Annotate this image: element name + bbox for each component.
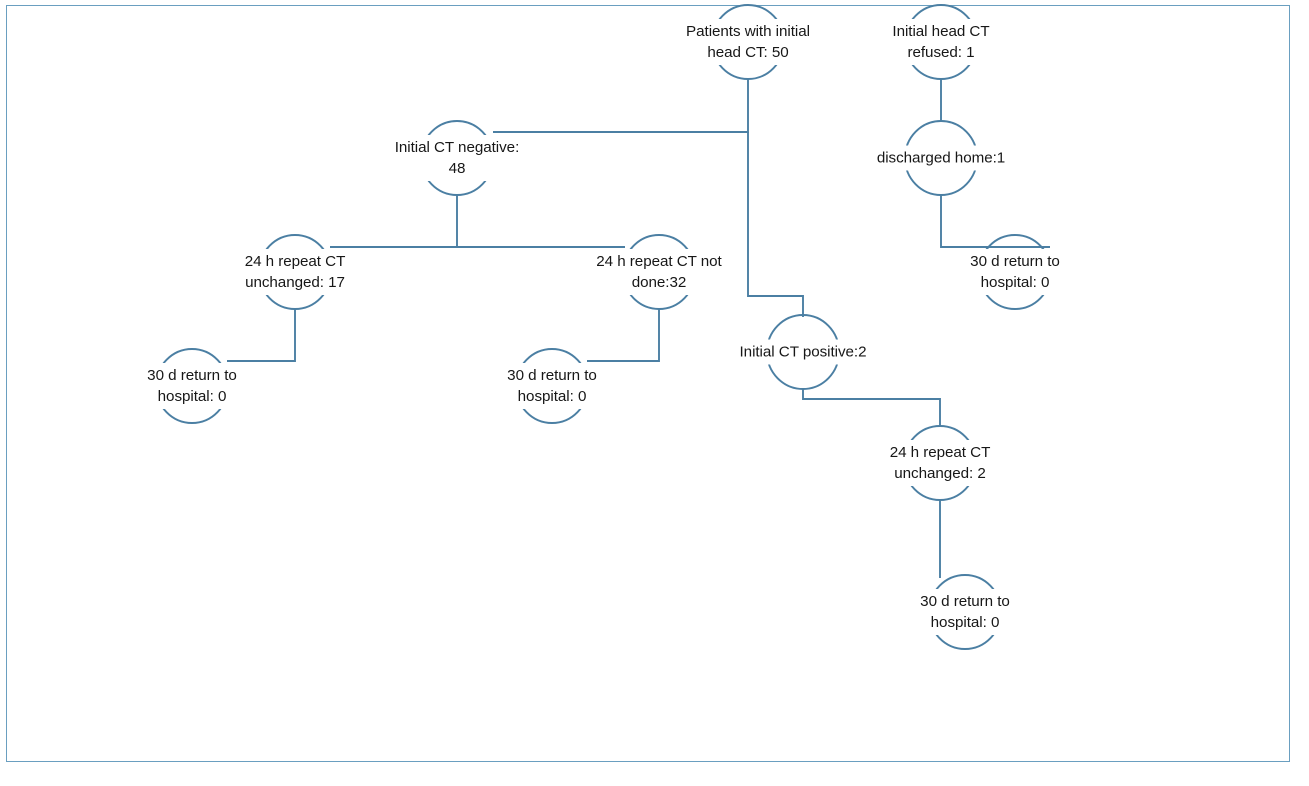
- node-label-refused-return: 30 d return to hospital: 0: [952, 249, 1078, 295]
- edge-group: [227, 79, 1050, 578]
- node-label-repeat-not-done-32: 24 h repeat CT not done:32: [581, 249, 737, 295]
- connector-notdone32-to-return: [587, 309, 660, 362]
- node-label-ct-positive: Initial CT positive:2: [718, 339, 888, 365]
- connector-unchanged17-to-return: [227, 309, 296, 362]
- connector-discharged-to-return: [940, 195, 1050, 248]
- node-label-positive-return: 30 d return to hospital: 0: [902, 589, 1028, 635]
- outer-border-frame: [6, 5, 1290, 762]
- node-label-discharged: discharged home:1: [862, 145, 1020, 171]
- node-label-return-left-b: 30 d return to hospital: 0: [489, 363, 615, 409]
- connector-root-to-positive: [747, 132, 804, 317]
- node-label-repeat-unchanged-17: 24 h repeat CT unchanged: 17: [227, 249, 363, 295]
- node-label-root: Patients with initial head CT: 50: [666, 19, 830, 65]
- connector-root-to-negative: [493, 79, 749, 133]
- connector-positive-to-unchanged2: [802, 389, 941, 427]
- node-label-ct-negative: Initial CT negative: 48: [378, 135, 536, 181]
- node-label-repeat-unchanged-2: 24 h repeat CT unchanged: 2: [873, 440, 1007, 486]
- connector-negative-to-children: [330, 195, 458, 248]
- node-label-return-left-a: 30 d return to hospital: 0: [129, 363, 255, 409]
- node-label-refused: Initial head CT refused: 1: [875, 19, 1007, 65]
- node-ring-group: [155, 4, 1052, 650]
